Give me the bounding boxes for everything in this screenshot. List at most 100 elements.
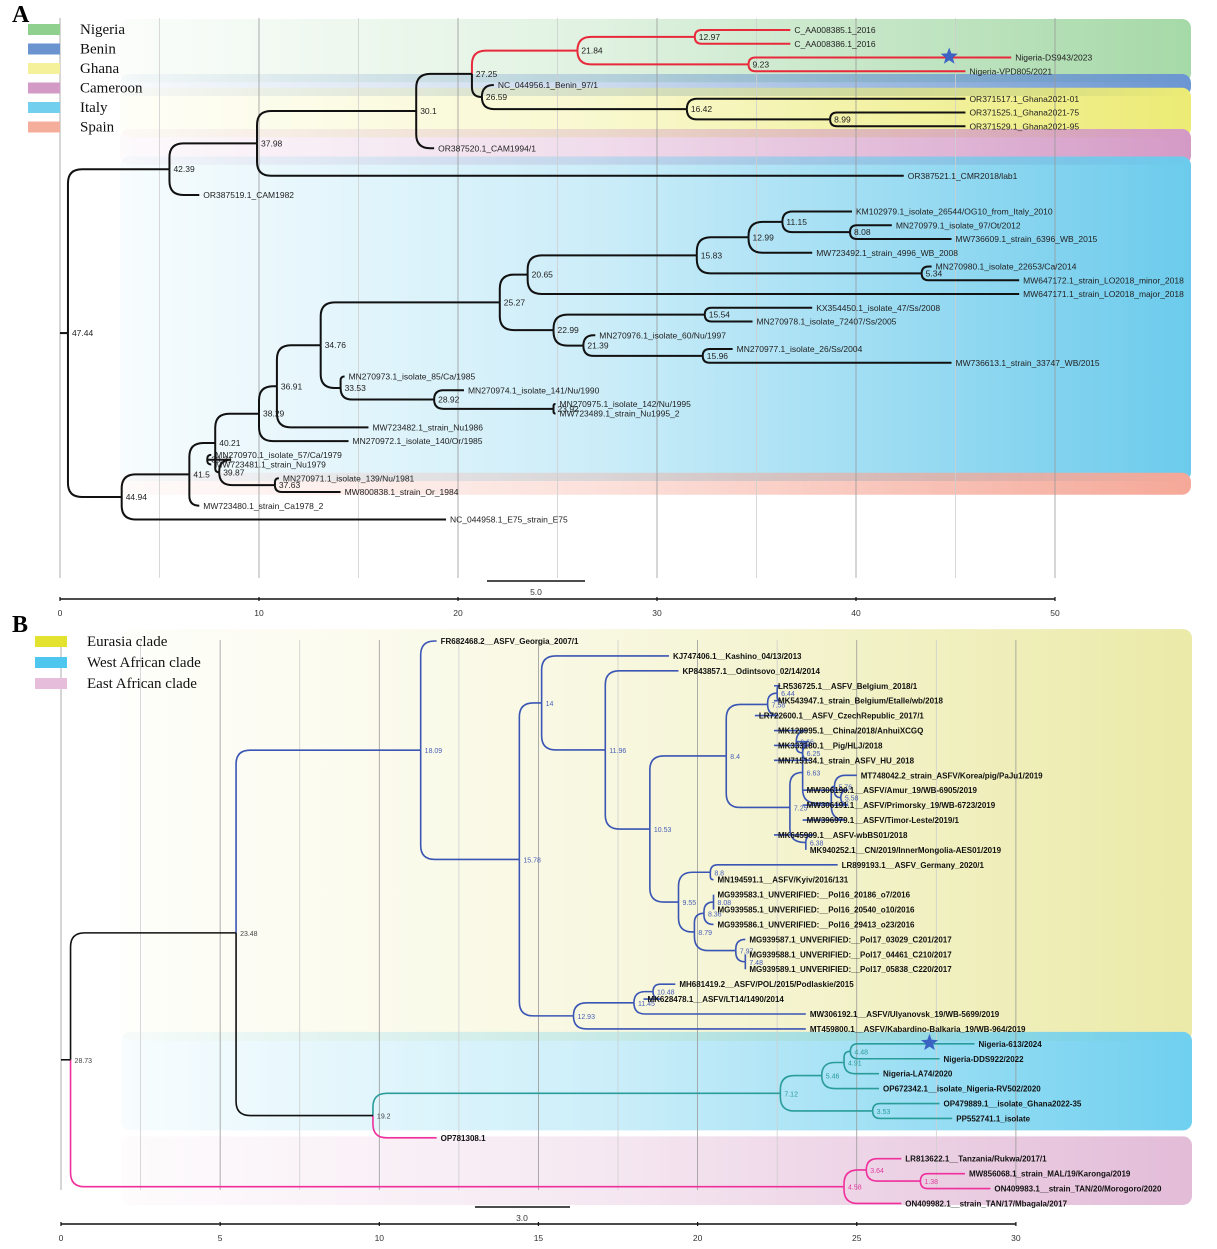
tree-branch (372, 1115, 437, 1139)
leaf-label: MW396979.1__ASFV/Timor-Leste/2019/1 (807, 816, 960, 825)
leaf-label: MN270972.1_isolate_140/Or/1985 (353, 436, 483, 446)
tree-branch (773, 693, 781, 702)
tree-branch (747, 56, 1012, 65)
tree-branch (649, 755, 727, 830)
panel-a-letter: A (12, 2, 30, 28)
node-label: 6.25 (807, 751, 821, 758)
tree-branch (518, 702, 542, 860)
tree-branch (69, 932, 237, 1060)
x-tick-label: 25 (852, 1233, 862, 1243)
leaf-label: PP552741.1_isolate (956, 1114, 1030, 1123)
node-label: 33.53 (345, 383, 367, 393)
scale-bar-label: 3.0 (516, 1213, 528, 1223)
leaf-label: MK128995.1__China/2018/AnhuiXCGQ (778, 727, 923, 736)
x-tick-label: 0 (59, 1233, 64, 1243)
tree-branch (273, 477, 279, 486)
tree-branch (820, 1061, 845, 1076)
tree-branch (540, 655, 669, 703)
tree-branch (470, 73, 482, 99)
clade-band-italy (120, 156, 1191, 481)
clade-band-nigeria (120, 19, 1191, 83)
clade-band-eurasia-clade (121, 629, 1192, 1041)
panel-b-tree: 6.447.586.256.665.585.766.076.636.387.25… (61, 637, 1162, 1208)
tree-branch (188, 442, 216, 475)
node-label: 8.79 (698, 930, 712, 937)
tree-branch (833, 786, 841, 799)
node-label: 8.08 (718, 900, 732, 907)
leaf-label: Nigeria-VPD805/2021 (969, 66, 1052, 76)
tree-branch (480, 96, 687, 111)
tree-branch (633, 1002, 806, 1015)
tree-branch (168, 169, 200, 196)
tree-branch (498, 302, 554, 332)
clade-band-west-african-clade (121, 1031, 1192, 1131)
x-tick-label: 20 (693, 1233, 703, 1243)
tree-branch (695, 255, 922, 275)
leaf-label: OP479889.1__isolate_Ghana2022-35 (944, 1100, 1082, 1109)
tree-branch (703, 913, 714, 926)
tree-branch (865, 1169, 921, 1182)
tree-branch (419, 750, 520, 861)
tree-branch (552, 313, 705, 331)
node-label: 28.73 (75, 1058, 93, 1065)
legend-label: Cameroon (80, 81, 143, 97)
leaf-label: MW723482.1_strain_Nu1986 (372, 422, 483, 432)
node-label: 11.45 (638, 1001, 655, 1008)
leaf-label: LR899193.1__ASFV_Germany_2020/1 (842, 861, 985, 870)
node-label: 34.76 (325, 340, 347, 350)
x-tick-label: 20 (453, 608, 463, 618)
leaf-label: Nigeria-613/2024 (979, 1040, 1043, 1049)
tree-branch (235, 932, 373, 1117)
leaf-label: LR722600.1__ASFV_CzechRepublic_2017/1 (759, 712, 925, 721)
node-label: 11.15 (786, 217, 807, 227)
legend-swatch (35, 657, 67, 668)
tree-branch (920, 273, 1020, 282)
node-label: 9.55 (683, 900, 697, 907)
leaf-label: MW723492.1_strain_4996_WB_2008 (816, 248, 958, 258)
leaf-label: OP781308.1 (441, 1134, 486, 1143)
leaf-label: MN270971.1_isolate_139/Nu/1981 (283, 473, 415, 483)
tree-branch (604, 670, 679, 750)
node-label: 38.29 (263, 409, 285, 419)
tree-branch (773, 684, 781, 694)
node-label: 23.92 (558, 404, 580, 414)
node-label: 39.87 (223, 467, 245, 477)
tree-branch (703, 901, 714, 914)
node-label: 21.84 (581, 46, 603, 56)
tree-branch (66, 168, 170, 334)
x-tick-label: 10 (375, 1233, 385, 1243)
legend-label: Nigeria (80, 22, 125, 38)
tree-branch (120, 473, 190, 497)
tree-branch (685, 109, 831, 121)
tree-branch (433, 389, 464, 400)
tree-branch (526, 274, 1020, 295)
leaf-label: LR536725.1__ASFV_Belgium_2018/1 (778, 682, 918, 691)
tree-branch (69, 1059, 845, 1188)
tree-branch (725, 703, 768, 756)
leaf-label: MW306191.1__ASFV/Primorsky_19/WB-6723/20… (807, 801, 996, 810)
tree-branch (273, 485, 341, 493)
node-label: 47.44 (72, 328, 94, 338)
tree-branch (677, 871, 711, 903)
leaf-label: C_AA008385.1_2016 (794, 25, 876, 35)
node-label: 12.97 (699, 32, 721, 42)
node-label: 7.58 (772, 702, 786, 709)
clade-band-spain (120, 472, 1191, 495)
tree-branch (415, 72, 472, 112)
node-label: 5.46 (826, 1074, 840, 1081)
node-label: 8.08 (854, 227, 871, 237)
tree-branch (781, 221, 851, 234)
tree-branch (576, 35, 695, 51)
node-label: 23.48 (240, 931, 258, 938)
x-tick-label: 15 (534, 1233, 544, 1243)
tree-branch (415, 111, 435, 150)
tree-branch (747, 220, 783, 238)
tree-branch (703, 306, 813, 315)
tree-branch (820, 1075, 880, 1090)
node-label: 11.96 (609, 748, 626, 755)
legend-label: Eurasia clade (87, 634, 168, 650)
clade-band-cameroon (120, 129, 1191, 165)
tree-branch (218, 472, 275, 487)
node-label: 26.59 (486, 92, 508, 102)
